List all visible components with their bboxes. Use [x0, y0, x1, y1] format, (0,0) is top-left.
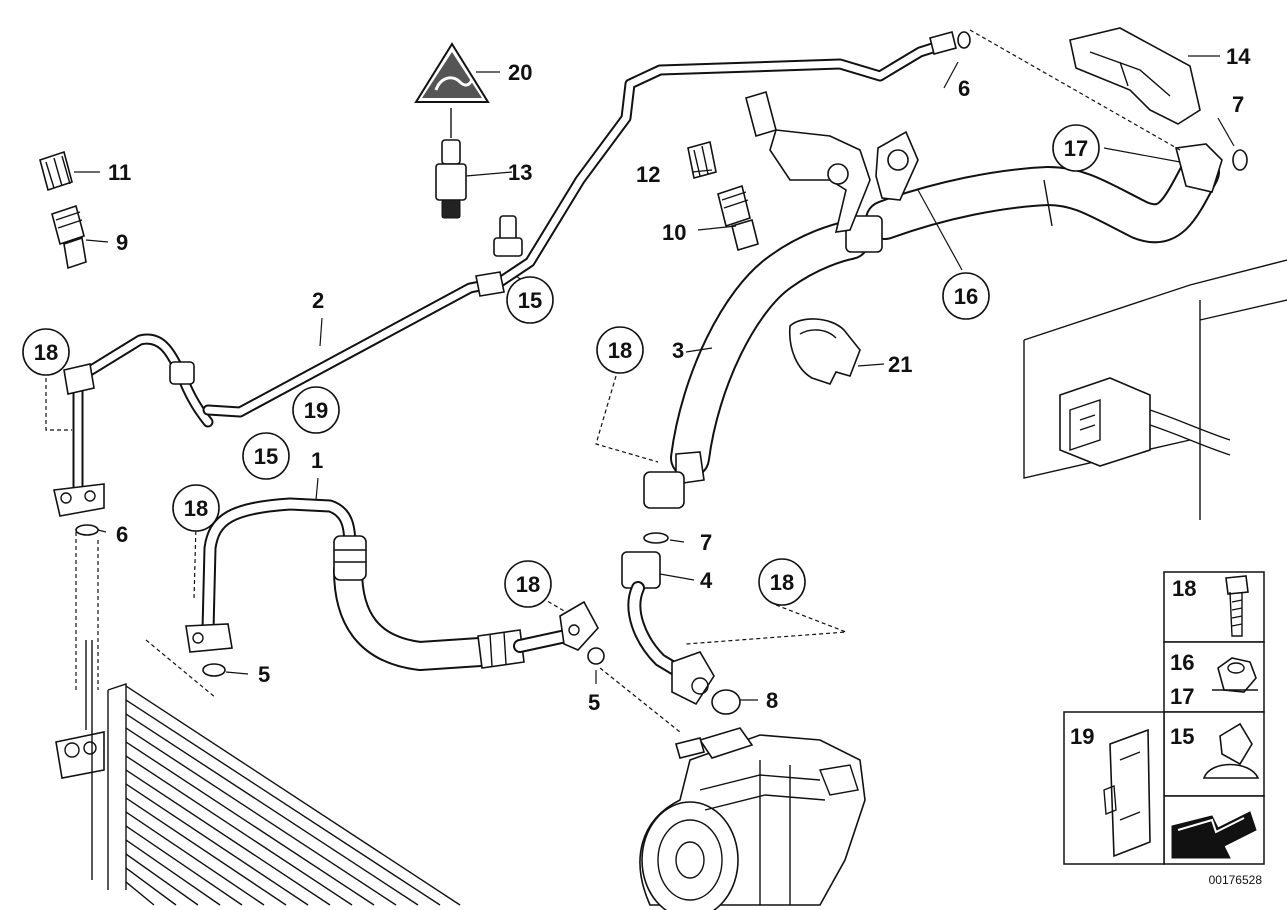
- svg-text:15: 15: [254, 444, 278, 469]
- svg-text:15: 15: [518, 288, 542, 313]
- legend-label-nut-b: 17: [1170, 684, 1194, 709]
- callout-13: 13: [508, 160, 532, 185]
- refrigerant-warning-label-icon: [414, 42, 490, 103]
- callout-20: 20: [508, 60, 532, 85]
- refrigerant-hose-1: [185, 497, 599, 671]
- svg-text:17: 17: [1064, 136, 1088, 161]
- circled-callout-17: 17: [1052, 124, 1100, 172]
- service-valve-9: [51, 204, 87, 270]
- legend-label-clip: 15: [1170, 724, 1194, 749]
- circled-callout-15a: 15: [506, 276, 554, 324]
- callout-7b: 7: [700, 530, 712, 555]
- callout-6b: 6: [116, 522, 128, 547]
- callout-2: 2: [312, 288, 324, 313]
- callout-7a: 7: [1232, 92, 1244, 117]
- circled-callout-15b: 15: [242, 432, 290, 480]
- svg-text:16: 16: [954, 284, 978, 309]
- circled-callout-19: 19: [292, 386, 340, 434]
- pressure-switch-on-pipe: [493, 215, 523, 257]
- callout-4: 4: [700, 568, 713, 593]
- leader-lines: [45, 29, 1235, 733]
- svg-text:18: 18: [516, 572, 540, 597]
- svg-text:18: 18: [608, 338, 632, 363]
- circled-callout-18d: 18: [504, 560, 552, 608]
- circled-callout-18e: 18: [758, 558, 806, 606]
- legend-label-screw: 18: [1172, 576, 1196, 601]
- hose-3-bracket: [745, 90, 919, 233]
- callout-11: 11: [108, 160, 131, 185]
- svg-text:18: 18: [770, 570, 794, 595]
- refrigerant-hose-4: [621, 551, 715, 706]
- circled-callouts: 15 15 16 17 18 18 18 18: [22, 124, 1100, 608]
- callout-8: 8: [766, 688, 778, 713]
- engine-block-illustration: [1023, 259, 1287, 520]
- compressor-illustration: [639, 727, 866, 910]
- screw-icon: [1225, 575, 1249, 637]
- service-valve-10: [717, 184, 759, 252]
- legend-label-nut-a: 16: [1170, 650, 1194, 675]
- valve-cap-12: [687, 141, 717, 179]
- legend-label-bracket: 19: [1070, 724, 1094, 749]
- callout-9: 9: [116, 230, 128, 255]
- refrigerant-hose-3: [643, 143, 1223, 509]
- flange-nut-icon: [1212, 657, 1258, 693]
- valve-cap-11: [39, 150, 73, 192]
- o-ring-seals: [75, 31, 1248, 715]
- fastener-legend: 18 16 17 15 19 00176528: [1063, 571, 1265, 887]
- callout-10: 10: [662, 220, 686, 245]
- callout-5b: 5: [588, 690, 600, 715]
- clamp-21: [788, 318, 861, 385]
- clip-nut-icon: [1202, 722, 1260, 779]
- circled-callout-18b: 18: [172, 484, 220, 532]
- pressure-sensor-13: [435, 108, 467, 219]
- callout-5a: 5: [258, 662, 270, 687]
- svg-text:18: 18: [184, 496, 208, 521]
- refrigerant-pipe-2: [53, 31, 957, 517]
- bracket-icon: [1103, 728, 1151, 858]
- callout-12: 12: [636, 162, 660, 187]
- direction-arrow-icon: [1171, 811, 1257, 859]
- callout-21: 21: [888, 352, 912, 377]
- part-callouts: 1 2 3 4 5 5 6 6 7 7 8 9 10 11 12 13 14 2…: [108, 44, 1251, 715]
- callout-3: 3: [672, 338, 684, 363]
- bracket-14: [1069, 27, 1201, 125]
- svg-text:19: 19: [304, 398, 328, 423]
- reference-number: 00176528: [1209, 873, 1263, 887]
- circled-callout-18a: 18: [22, 328, 70, 376]
- svg-text:18: 18: [34, 340, 58, 365]
- callout-6a: 6: [958, 76, 970, 101]
- callout-1: 1: [311, 448, 323, 473]
- circled-callout-18c: 18: [596, 326, 644, 374]
- condenser-illustration: [55, 640, 461, 906]
- callout-14: 14: [1226, 44, 1251, 69]
- circled-callout-16: 16: [942, 272, 990, 320]
